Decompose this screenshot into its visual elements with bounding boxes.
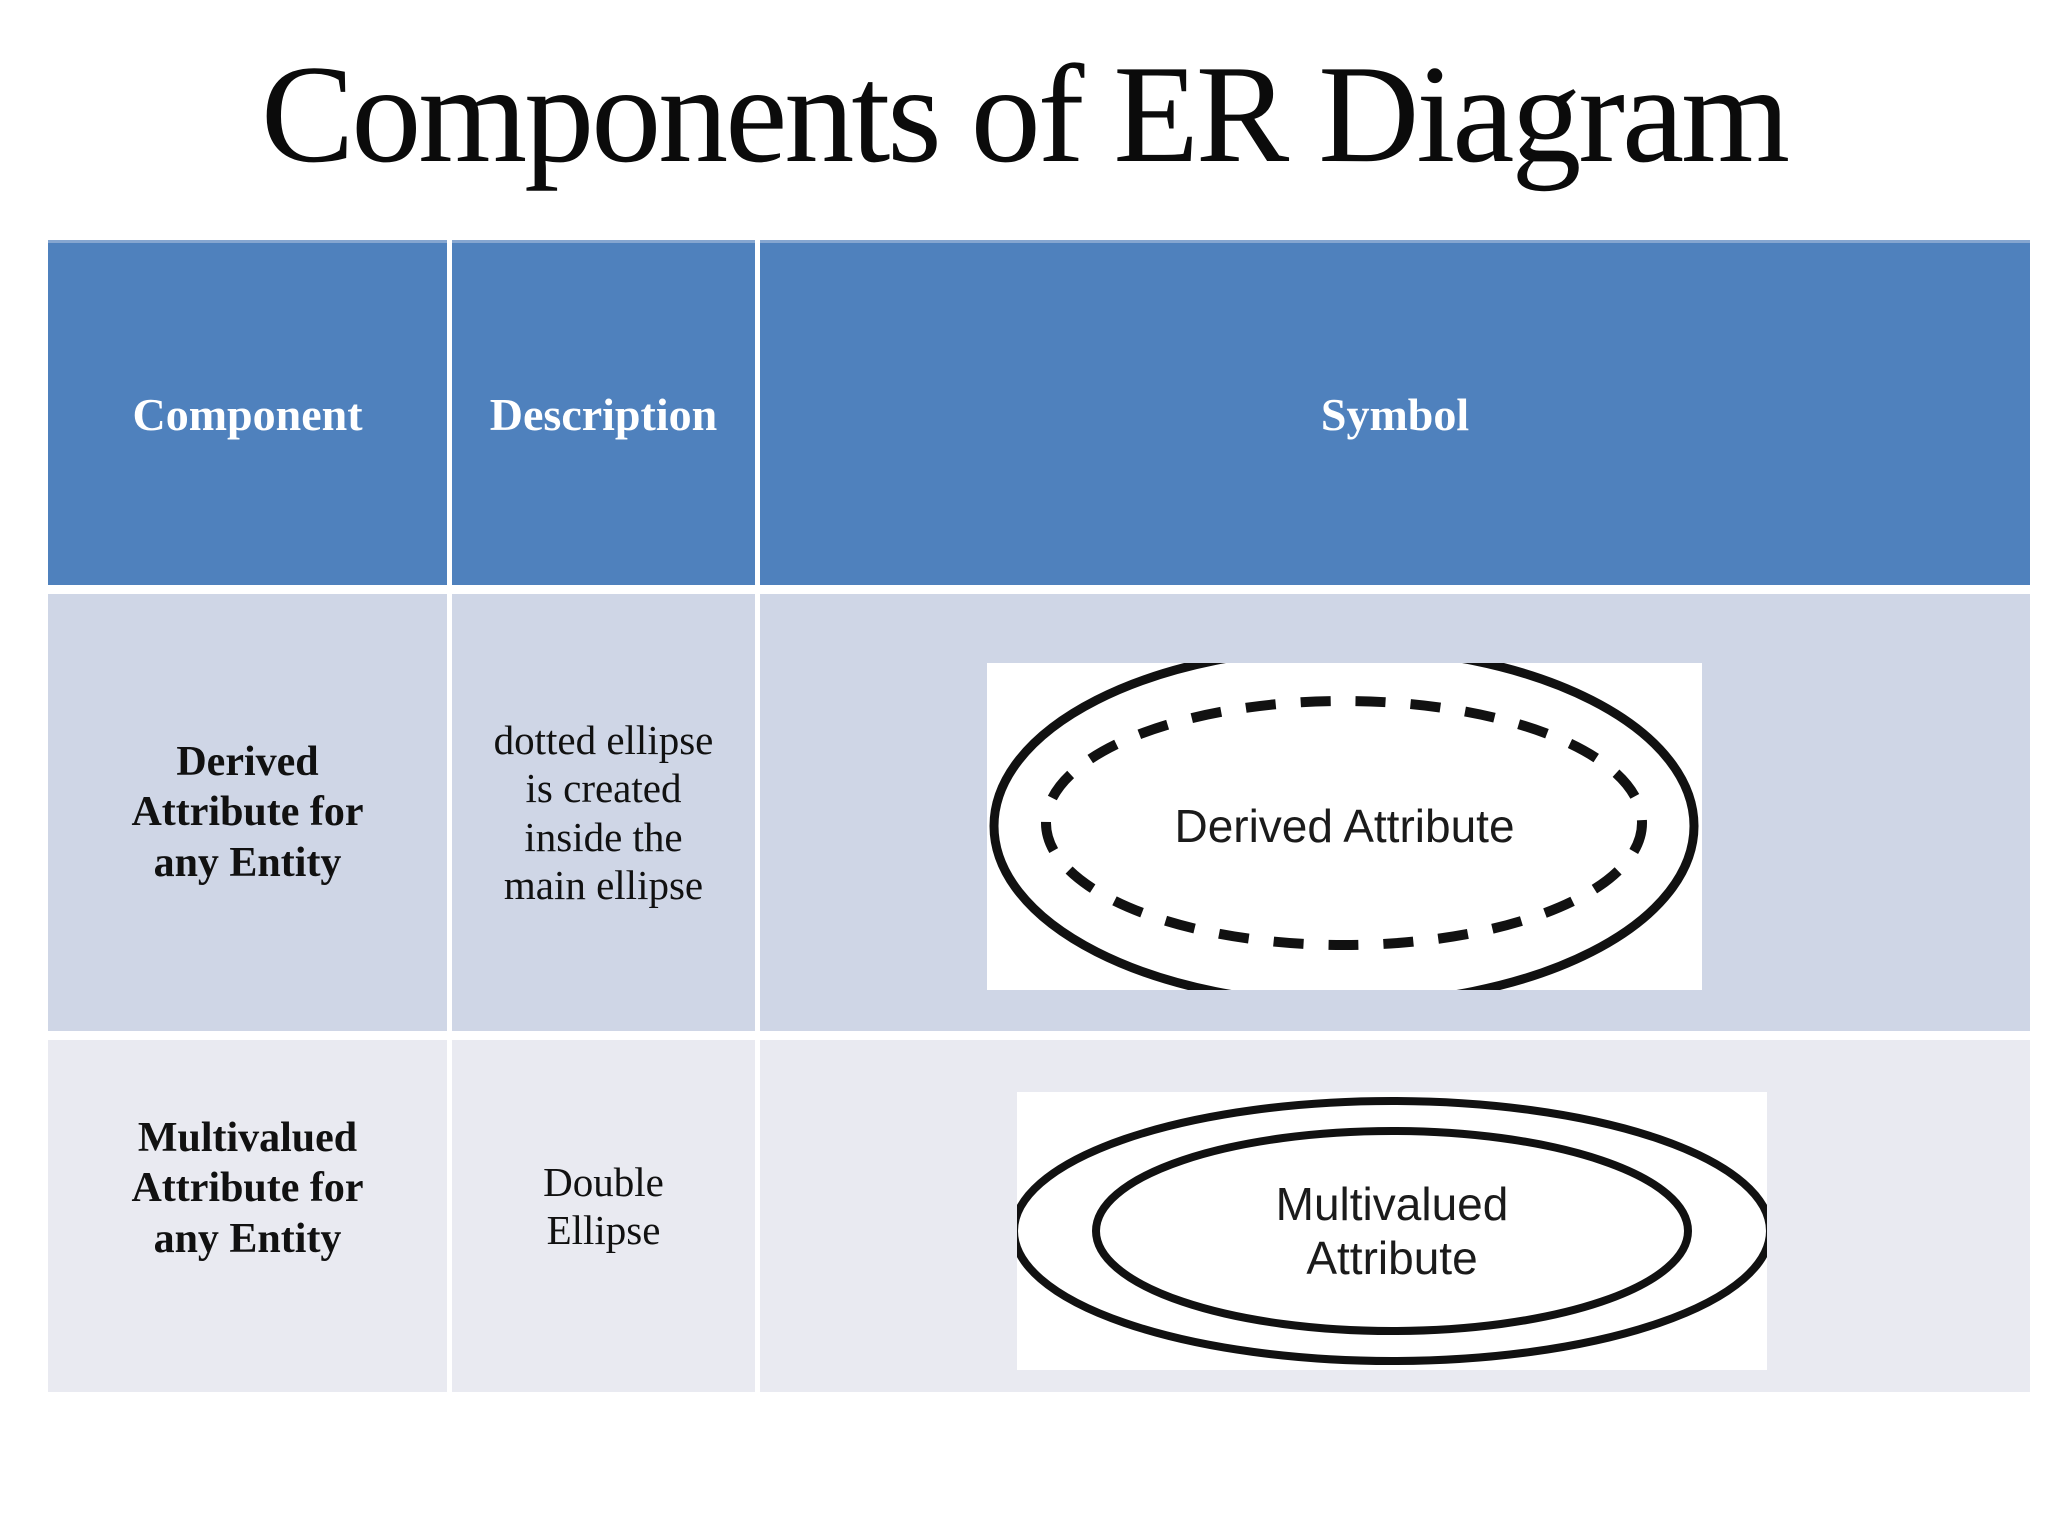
table-row-multivalued-description-cell: Double Ellipse <box>452 1040 755 1392</box>
double-ellipse-icon <box>1017 1097 1767 1365</box>
table-row-multivalued-symbol-cell: Multivalued Attribute <box>760 1040 2030 1392</box>
table-row-derived-symbol-cell: Derived Attribute <box>760 594 2030 1031</box>
derived-attribute-symbol-image: Derived Attribute <box>987 663 1702 990</box>
symbol-label: Multivalued Attribute <box>1275 1177 1509 1284</box>
header-component-label: Component <box>132 388 363 440</box>
table-row-multivalued-component-cell: Multivalued Attribute for any Entity <box>48 1040 447 1392</box>
header-component: Component <box>48 240 447 585</box>
component-description: Double Ellipse <box>543 1158 664 1253</box>
table-row-derived-component-cell: Derived Attribute for any Entity <box>48 594 447 1031</box>
component-name: Multivalued Attribute for any Entity <box>131 1114 364 1262</box>
component-description: dotted ellipse is created inside the mai… <box>493 716 714 908</box>
header-description-label: Description <box>489 388 718 440</box>
component-name: Derived Attribute for any Entity <box>131 738 364 886</box>
header-symbol: Symbol <box>760 240 2030 585</box>
multivalued-attribute-symbol-image: Multivalued Attribute <box>1017 1092 1767 1370</box>
dashed-ellipse-in-ellipse-icon <box>989 663 1699 990</box>
table-row-derived-description-cell: dotted ellipse is created inside the mai… <box>452 594 755 1031</box>
er-components-table: Component Description Symbol Derived Att… <box>48 240 2030 1392</box>
header-description: Description <box>452 240 755 585</box>
header-symbol-label: Symbol <box>1320 388 1470 440</box>
page-title: Components of ER Diagram <box>260 37 1790 192</box>
symbol-label: Derived Attribute <box>1174 800 1515 853</box>
